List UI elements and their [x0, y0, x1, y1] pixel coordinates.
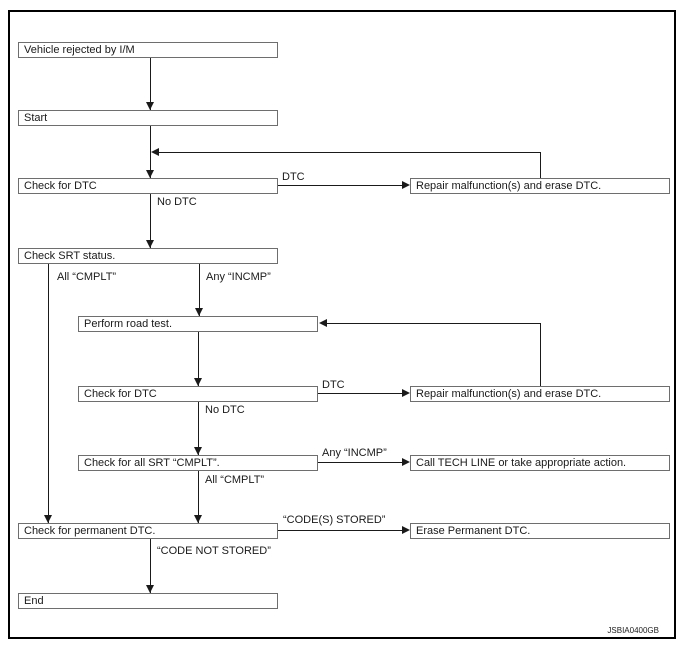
edge-label-any-incmp-2: Any “INCMP” [322, 447, 387, 459]
arrow-left-icon [319, 319, 327, 327]
connector-line [158, 152, 540, 153]
node-vehicle-rejected: Vehicle rejected by I/M [18, 42, 278, 58]
connector-line [540, 152, 541, 178]
connector-line [326, 323, 540, 324]
arrow-down-icon [194, 515, 202, 523]
arrow-down-icon [146, 240, 154, 248]
arrow-down-icon [44, 515, 52, 523]
connector-line [150, 58, 151, 110]
connector-line [150, 194, 151, 248]
node-perform-road-test: Perform road test. [78, 316, 318, 332]
arrow-down-icon [146, 585, 154, 593]
node-check-srt-status: Check SRT status. [18, 248, 278, 264]
arrow-right-icon [402, 181, 410, 189]
edge-label-code-not-stored: “CODE NOT STORED” [157, 545, 271, 557]
arrow-right-icon [402, 526, 410, 534]
edge-label-all-cmplt-2: All “CMPLT” [205, 474, 265, 486]
node-start: Start [18, 110, 278, 126]
connector-line [150, 126, 151, 178]
arrow-down-icon [146, 102, 154, 110]
edge-label-no-dtc-1: No DTC [157, 196, 197, 208]
edge-label-all-cmplt-1: All “CMPLT” [57, 271, 117, 283]
edge-label-dtc-1: DTC [282, 171, 305, 183]
node-check-permanent-dtc: Check for permanent DTC. [18, 523, 278, 539]
connector-line [198, 471, 199, 523]
connector-line [318, 462, 403, 463]
edge-label-codes-stored: “CODE(S) STORED” [283, 514, 386, 526]
arrow-left-icon [151, 148, 159, 156]
node-check-all-srt-cmplt: Check for all SRT “CMPLT”. [78, 455, 318, 471]
connector-line [278, 185, 403, 186]
node-check-dtc-2: Check for DTC [78, 386, 318, 402]
connector-line [198, 332, 199, 386]
connector-line [278, 530, 403, 531]
connector-line [199, 264, 200, 316]
edge-label-no-dtc-2: No DTC [205, 404, 245, 416]
arrow-down-icon [195, 308, 203, 316]
connector-line [198, 402, 199, 455]
node-repair-erase-dtc-2: Repair malfunction(s) and erase DTC. [410, 386, 670, 402]
node-end: End [18, 593, 278, 609]
node-erase-permanent-dtc: Erase Permanent DTC. [410, 523, 670, 539]
node-call-tech-line: Call TECH LINE or take appropriate actio… [410, 455, 670, 471]
node-check-dtc-1: Check for DTC [18, 178, 278, 194]
connector-line [48, 264, 49, 523]
arrow-down-icon [194, 447, 202, 455]
arrow-right-icon [402, 458, 410, 466]
figure-code-label: JSBIA0400GB [607, 626, 659, 635]
edge-label-dtc-2: DTC [322, 379, 345, 391]
edge-label-any-incmp-1: Any “INCMP” [206, 271, 271, 283]
arrow-right-icon [402, 389, 410, 397]
connector-line [150, 539, 151, 593]
arrow-down-icon [194, 378, 202, 386]
connector-line [318, 393, 403, 394]
diagram-frame [8, 10, 676, 639]
arrow-down-icon [146, 170, 154, 178]
connector-line [540, 323, 541, 386]
node-repair-erase-dtc-1: Repair malfunction(s) and erase DTC. [410, 178, 670, 194]
